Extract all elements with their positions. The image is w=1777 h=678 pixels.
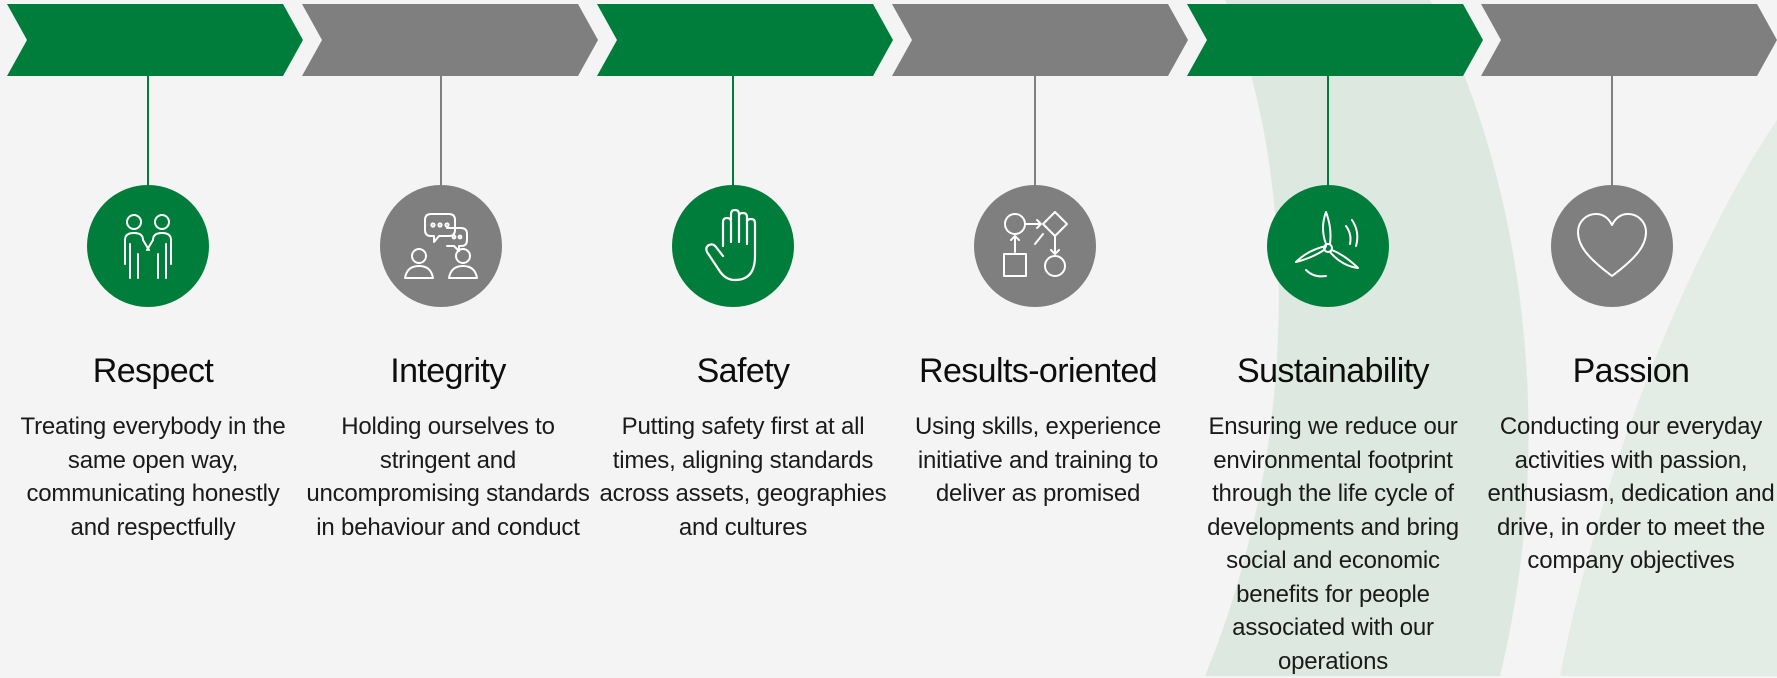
chevron-arrow xyxy=(892,4,1188,76)
connector-line xyxy=(1327,75,1329,187)
connector-line xyxy=(732,75,734,187)
conversation-icon xyxy=(404,213,478,279)
value-title: Respect xyxy=(92,352,214,390)
value-title: Integrity xyxy=(390,352,506,390)
value-respect: Respect Treating everybody in the same o… xyxy=(7,0,303,676)
value-sustainability: Sustainability Ensuring we reduce our en… xyxy=(1187,0,1483,676)
value-description: Ensuring we reduce our environmental foo… xyxy=(1207,413,1459,675)
chevron-arrow xyxy=(7,4,303,76)
value-description: Putting safety first at all times, align… xyxy=(599,413,887,541)
value-badge xyxy=(974,185,1096,307)
value-title: Sustainability xyxy=(1237,352,1430,390)
value-badge xyxy=(1551,185,1673,307)
connector-line xyxy=(147,75,149,187)
value-description: Conducting our everyday activities with … xyxy=(1487,413,1775,574)
value-badge xyxy=(87,185,209,307)
chevron-arrow xyxy=(302,4,598,76)
value-results-oriented: Results-oriented Using skills, experienc… xyxy=(892,0,1188,676)
value-safety: Safety Putting safety first at all times… xyxy=(597,0,893,676)
chevron-arrow xyxy=(597,4,893,76)
wind-turbine-icon xyxy=(1295,211,1359,278)
chevron-arrow xyxy=(1187,4,1483,76)
connector-line xyxy=(440,75,442,187)
value-badge xyxy=(672,185,794,307)
value-description: Using skills, experience initiative and … xyxy=(915,413,1161,507)
value-passion: Passion Conducting our everyday activiti… xyxy=(1481,0,1777,676)
process-flow-icon xyxy=(1003,211,1068,277)
value-title: Safety xyxy=(696,352,790,390)
value-badge xyxy=(1267,185,1389,307)
raised-hand-icon xyxy=(705,208,757,282)
chevron-arrow xyxy=(1481,4,1777,76)
value-title: Results-oriented xyxy=(919,352,1158,390)
value-description: Holding ourselves to stringent and uncom… xyxy=(306,413,590,541)
handshake-people-icon xyxy=(124,214,172,279)
connector-line xyxy=(1611,75,1613,187)
heart-icon xyxy=(1577,213,1647,277)
value-integrity: Integrity Holding ourselves to stringent… xyxy=(302,0,598,676)
value-badge xyxy=(380,185,502,307)
value-title: Passion xyxy=(1572,352,1690,390)
value-description: Treating everybody in the same open way,… xyxy=(20,413,286,541)
connector-line xyxy=(1034,75,1036,187)
